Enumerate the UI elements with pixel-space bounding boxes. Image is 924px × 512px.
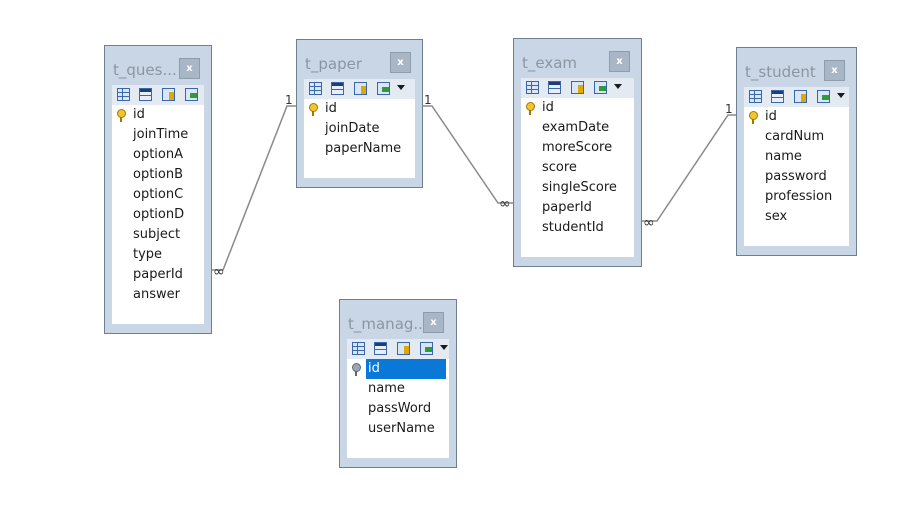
form-view-icon[interactable] bbox=[548, 81, 561, 94]
field-row[interactable]: answer bbox=[133, 287, 180, 302]
key-design-icon[interactable] bbox=[571, 81, 584, 94]
field-row[interactable]: optionA bbox=[133, 147, 184, 162]
field-row[interactable]: type bbox=[133, 247, 163, 262]
field-row[interactable]: optionD bbox=[133, 207, 185, 222]
relation-paper-exam: 1 ∞ bbox=[423, 93, 514, 212]
table-toolbar bbox=[744, 87, 849, 107]
field-row[interactable]: name bbox=[765, 149, 802, 164]
field-row[interactable]: moreScore bbox=[542, 140, 613, 155]
field-row-selected[interactable]: id bbox=[347, 359, 449, 379]
field-row[interactable]: singleScore bbox=[542, 180, 617, 195]
field-row[interactable]: paperId bbox=[133, 267, 183, 282]
relation-one-label: 1 bbox=[424, 93, 432, 107]
field-row[interactable]: userName bbox=[368, 421, 435, 436]
close-icon[interactable]: x bbox=[390, 52, 411, 73]
primary-key-icon bbox=[352, 363, 361, 376]
field-row[interactable]: id bbox=[112, 105, 204, 125]
dropdown-arrow-icon[interactable] bbox=[397, 85, 405, 90]
field-row[interactable]: password bbox=[765, 169, 827, 184]
primary-key-icon bbox=[526, 102, 535, 115]
table-title: t_exam bbox=[522, 54, 578, 72]
dropdown-arrow-icon[interactable] bbox=[614, 84, 622, 89]
field-row[interactable]: joinTime bbox=[133, 127, 189, 142]
import-icon[interactable] bbox=[185, 88, 198, 101]
table-title: t_manag... bbox=[348, 315, 428, 333]
field-row[interactable]: id bbox=[521, 98, 634, 118]
table-toolbar bbox=[521, 78, 634, 98]
close-icon[interactable]: x bbox=[423, 312, 444, 333]
field-row[interactable]: profession bbox=[765, 189, 833, 204]
key-design-icon[interactable] bbox=[354, 82, 367, 95]
form-view-icon[interactable] bbox=[374, 342, 387, 355]
field-row[interactable]: sex bbox=[765, 209, 788, 224]
table-title: t_ques... bbox=[113, 61, 177, 79]
dropdown-arrow-icon[interactable] bbox=[440, 345, 448, 350]
import-icon[interactable] bbox=[594, 81, 607, 94]
form-view-icon[interactable] bbox=[139, 88, 152, 101]
table-toolbar bbox=[112, 85, 204, 105]
table-toolbar bbox=[304, 79, 415, 99]
form-view-icon[interactable] bbox=[331, 82, 344, 95]
table-t-manager[interactable]: t_manag... x id name passWord userName bbox=[339, 299, 457, 468]
key-design-icon[interactable] bbox=[397, 342, 410, 355]
primary-key-icon bbox=[117, 109, 126, 122]
relation-paper-question: 1 ∞ bbox=[212, 93, 297, 280]
table-t-exam[interactable]: t_exam x id examDate moreScore score sin… bbox=[513, 38, 642, 267]
table-grid-icon[interactable] bbox=[352, 342, 365, 355]
import-icon[interactable] bbox=[420, 342, 433, 355]
primary-key-icon bbox=[309, 103, 318, 116]
relation-many-label: ∞ bbox=[643, 215, 655, 231]
table-grid-icon[interactable] bbox=[117, 88, 130, 101]
import-icon[interactable] bbox=[817, 90, 830, 103]
field-row[interactable]: name bbox=[368, 381, 405, 396]
field-row[interactable]: studentId bbox=[542, 220, 604, 235]
field-row[interactable]: id bbox=[744, 107, 849, 127]
dropdown-arrow-icon[interactable] bbox=[837, 93, 845, 98]
field-row[interactable]: paperId bbox=[542, 200, 592, 215]
field-row[interactable]: id bbox=[304, 99, 415, 119]
field-row[interactable]: score bbox=[542, 160, 577, 175]
table-toolbar bbox=[347, 339, 449, 359]
key-design-icon[interactable] bbox=[794, 90, 807, 103]
relation-one-label: 1 bbox=[285, 93, 293, 107]
form-view-icon[interactable] bbox=[771, 90, 784, 103]
close-icon[interactable]: x bbox=[824, 60, 845, 81]
field-row[interactable]: cardNum bbox=[765, 129, 825, 144]
table-title: t_student bbox=[745, 63, 816, 81]
field-row[interactable]: passWord bbox=[368, 401, 432, 416]
table-grid-icon[interactable] bbox=[309, 82, 322, 95]
import-icon[interactable] bbox=[377, 82, 390, 95]
table-t-paper[interactable]: t_paper x id joinDate paperName bbox=[296, 39, 423, 188]
table-grid-icon[interactable] bbox=[749, 90, 762, 103]
field-row[interactable]: subject bbox=[133, 227, 181, 242]
field-row[interactable]: optionB bbox=[133, 167, 184, 182]
field-row[interactable]: paperName bbox=[325, 141, 402, 156]
relation-many-label: ∞ bbox=[213, 264, 225, 280]
close-icon[interactable]: x bbox=[179, 58, 200, 79]
field-row[interactable]: examDate bbox=[542, 120, 610, 135]
relation-student-exam: 1 ∞ bbox=[642, 102, 737, 231]
key-design-icon[interactable] bbox=[162, 88, 175, 101]
relation-one-label: 1 bbox=[725, 102, 733, 116]
table-t-student[interactable]: t_student x id cardNum name password pro… bbox=[736, 47, 857, 256]
field-row[interactable]: optionC bbox=[133, 187, 184, 202]
relation-many-label: ∞ bbox=[499, 196, 511, 212]
table-t-question[interactable]: t_ques... x id joinTime optionA optionB … bbox=[104, 45, 212, 334]
primary-key-icon bbox=[749, 111, 758, 124]
close-icon[interactable]: x bbox=[609, 51, 630, 72]
table-grid-icon[interactable] bbox=[526, 81, 539, 94]
table-title: t_paper bbox=[305, 55, 363, 73]
field-row[interactable]: joinDate bbox=[325, 121, 380, 136]
